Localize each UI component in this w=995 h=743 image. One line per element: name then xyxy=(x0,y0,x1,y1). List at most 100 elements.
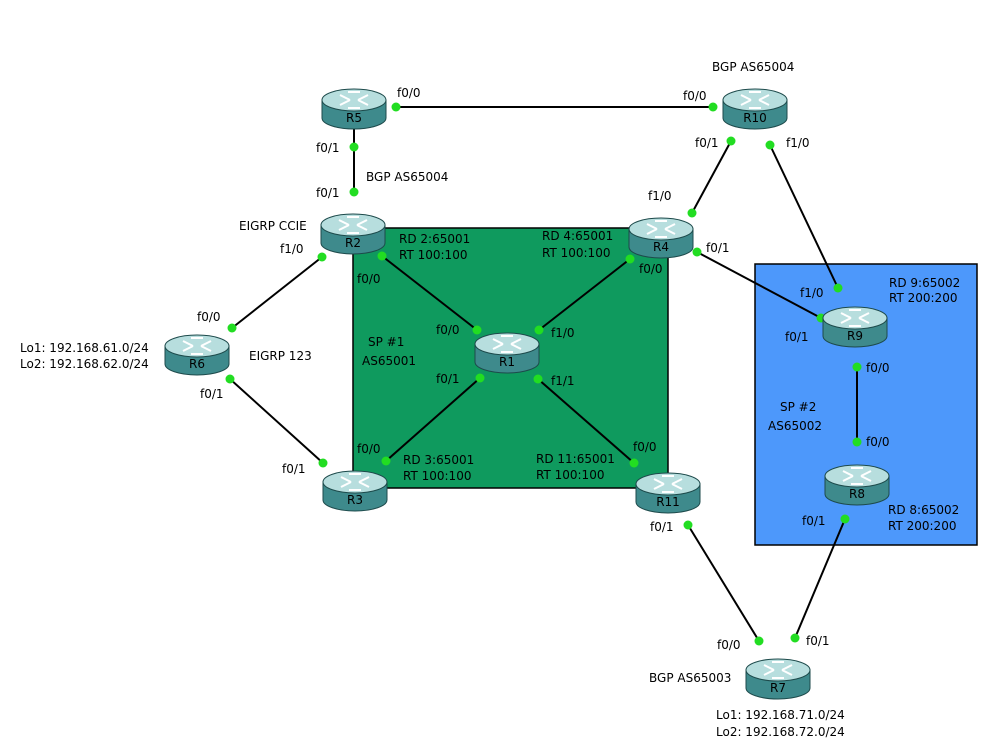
port-label-r5-f0-0: f0/0 xyxy=(397,86,421,100)
sp1-as: AS65001 xyxy=(362,354,416,368)
link-r3-r1 xyxy=(385,377,481,462)
port-dot-r4-f1-0 xyxy=(687,208,697,218)
port-label-r4-f0-1: f0/1 xyxy=(706,241,730,255)
port-label-r8-f0-1: f0/1 xyxy=(802,514,826,528)
port-dot-r1-f0-0 xyxy=(472,325,482,335)
port-label-r2-f1-0: f1/0 xyxy=(280,242,304,256)
port-dot-r4-f0-0 xyxy=(625,254,635,264)
router-name-r10: R10 xyxy=(743,111,767,125)
r2-rt: RT 100:100 xyxy=(399,248,467,262)
port-dot-r9-f0-0 xyxy=(852,362,862,372)
port-dot-r5-f0-1 xyxy=(349,142,359,152)
r7-loopback-2: Lo2: 192.168.72.0/24 xyxy=(716,725,845,739)
port-label-r11-f0-1: f0/1 xyxy=(650,520,674,534)
router-top-icon xyxy=(745,658,811,682)
router-name-r6: R6 xyxy=(189,357,205,371)
r2-rd: RD 2:65001 xyxy=(399,232,470,246)
router-top-icon xyxy=(635,472,701,496)
port-dot-r3-f0-0 xyxy=(381,456,391,466)
port-label-r1-f1-0: f1/0 xyxy=(551,326,575,340)
link-r2-r1 xyxy=(381,255,478,331)
router-top-icon xyxy=(822,306,888,330)
router-top-icon xyxy=(321,88,387,112)
router-arrows-icon xyxy=(338,216,368,234)
port-label-r2-f0-1: f0/1 xyxy=(316,186,340,200)
router-r6[interactable]: R6 xyxy=(164,334,230,376)
router-arrows-icon xyxy=(840,309,870,327)
router-top-icon xyxy=(824,464,890,488)
port-label-r3-f0-1: f0/1 xyxy=(282,462,306,476)
port-dot-r10-f1-0 xyxy=(765,140,775,150)
sp2-as: AS65002 xyxy=(768,419,822,433)
port-label-r1-f0-0: f0/0 xyxy=(436,323,460,337)
port-dot-r2-f1-0 xyxy=(317,252,327,262)
router-top-icon xyxy=(322,470,388,494)
port-label-r7-f0-0: f0/0 xyxy=(717,638,741,652)
port-label-r3-f0-0: f0/0 xyxy=(357,442,381,456)
router-arrows-icon xyxy=(182,337,212,355)
link-r8-r7 xyxy=(794,518,846,639)
router-name-r7: R7 xyxy=(770,681,786,695)
router-top-icon xyxy=(474,332,540,356)
port-label-r9-f0-0: f0/0 xyxy=(866,361,890,375)
port-label-r11-f0-0: f0/0 xyxy=(633,440,657,454)
port-dot-r2-f0-1 xyxy=(349,187,359,197)
router-arrows-icon xyxy=(740,91,770,109)
r9-rt: RT 200:200 xyxy=(889,291,957,305)
port-label-r2-f0-0: f0/0 xyxy=(357,272,381,286)
router-top-icon xyxy=(628,217,694,241)
port-label-r5-f0-1: f0/1 xyxy=(316,141,340,155)
port-dot-r11-f0-1 xyxy=(683,520,693,530)
bgp-label-r10: BGP AS65004 xyxy=(712,60,794,74)
bgp-label-r2: BGP AS65004 xyxy=(366,170,448,184)
port-dot-r6-f0-0 xyxy=(227,323,237,333)
router-r3[interactable]: R3 xyxy=(322,470,388,512)
port-dot-r8-f0-1 xyxy=(840,514,850,524)
link-r11-r1 xyxy=(537,378,635,464)
sp2-name: SP #2 xyxy=(780,400,816,414)
port-label-r1-f0-1: f0/1 xyxy=(436,372,460,386)
router-r8[interactable]: R8 xyxy=(824,464,890,506)
router-r10[interactable]: R10 xyxy=(722,88,788,130)
annotations: BGP AS65004 BGP AS65004 BGP AS65003 EIGR… xyxy=(20,60,960,739)
router-name-r1: R1 xyxy=(499,355,515,369)
router-arrows-icon xyxy=(339,91,369,109)
port-label-r9-f1-0: f1/0 xyxy=(800,286,824,300)
link-r11-r7 xyxy=(687,524,760,642)
r9-rd: RD 9:65002 xyxy=(889,276,960,290)
port-dot-r9-f1-0 xyxy=(833,283,843,293)
port-label-r10-f0-1: f0/1 xyxy=(695,136,719,150)
port-dot-r7-f0-0 xyxy=(754,636,764,646)
router-r11[interactable]: R11 xyxy=(635,472,701,514)
r8-rd: RD 8:65002 xyxy=(888,503,959,517)
r4-rd: RD 4:65001 xyxy=(542,229,613,243)
links-layer xyxy=(229,106,858,642)
router-arrows-icon xyxy=(653,475,683,493)
router-r7[interactable]: R7 xyxy=(745,658,811,700)
router-r2[interactable]: R2 xyxy=(320,213,386,255)
r11-rt: RT 100:100 xyxy=(536,468,604,482)
router-r4[interactable]: R4 xyxy=(628,217,694,259)
port-dot-r3-f0-1 xyxy=(318,458,328,468)
link-r6-r3 xyxy=(229,378,324,464)
port-dot-r4-f0-1 xyxy=(692,247,702,257)
port-dot-r11-f0-0 xyxy=(629,458,639,468)
router-name-r9: R9 xyxy=(847,329,863,343)
link-r2-r6 xyxy=(231,256,323,329)
port-dot-r1-f1-1 xyxy=(533,374,543,384)
port-dot-r10-f0-1 xyxy=(726,136,736,146)
link-r4-r1 xyxy=(538,258,631,331)
router-arrows-icon xyxy=(340,473,370,491)
r6-loopback-1: Lo1: 192.168.61.0/24 xyxy=(20,341,149,355)
router-r9[interactable]: R9 xyxy=(822,306,888,348)
r4-rt: RT 100:100 xyxy=(542,246,610,260)
port-dot-r1-f1-0 xyxy=(534,325,544,335)
router-r1[interactable]: R1 xyxy=(474,332,540,374)
port-label-r6-f0-0: f0/0 xyxy=(197,310,221,324)
port-label-r1-f1-1: f1/1 xyxy=(551,374,575,388)
r6-loopback-2: Lo2: 192.168.62.0/24 xyxy=(20,357,149,371)
sp1-name: SP #1 xyxy=(368,335,404,349)
router-r5[interactable]: R5 xyxy=(321,88,387,130)
